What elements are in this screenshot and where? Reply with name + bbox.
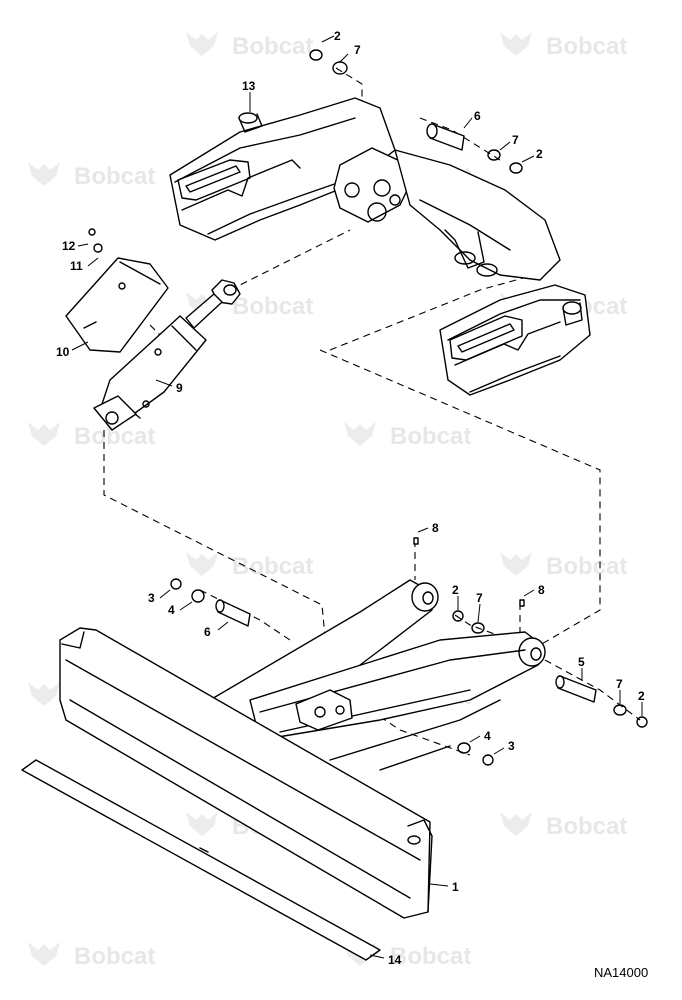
watermark: Bobcat (28, 422, 155, 450)
cutting-edge (21, 759, 381, 961)
watermark-text: Bobcat (232, 33, 313, 60)
callout-8: 8 (432, 521, 439, 535)
push-frame (209, 579, 546, 771)
watermark-text: Bobcat (546, 33, 627, 60)
dozer-blade (59, 627, 433, 919)
callout-3: 3 (148, 591, 155, 605)
watermark-text: Bobcat (546, 813, 627, 840)
hardware (170, 49, 648, 766)
watermark: Bobcat (28, 162, 155, 190)
callout-4: 4 (484, 729, 491, 743)
callout-9: 9 (176, 381, 183, 395)
mounting-frame (169, 97, 591, 396)
callout-2: 2 (536, 147, 543, 161)
watermark-text: Bobcat (74, 163, 155, 190)
callout-2: 2 (452, 583, 459, 597)
watermark: Bobcat (500, 32, 627, 60)
callout-5: 5 (578, 655, 585, 669)
watermark-text: Bobcat (74, 943, 155, 970)
watermark-text: Bobcat (546, 553, 627, 580)
callout-7: 7 (512, 133, 519, 147)
callout-12: 12 (62, 239, 76, 253)
callout-13: 13 (242, 79, 256, 93)
callout-10: 10 (56, 345, 70, 359)
watermark: Bobcat (28, 942, 155, 970)
callout-2: 2 (334, 29, 341, 43)
callout-11: 11 (70, 259, 83, 273)
callout-6: 6 (204, 625, 211, 639)
leader-lines (71, 35, 643, 959)
watermark: Bobcat (500, 552, 627, 580)
watermark-text: Bobcat (390, 423, 471, 450)
callout-7: 7 (476, 591, 483, 605)
callout-3: 3 (508, 739, 515, 753)
watermark: Bobcat (186, 552, 313, 580)
watermark: Bobcat (344, 422, 471, 450)
callout-2: 2 (638, 689, 645, 703)
cylinder-shield (65, 228, 169, 353)
drawing-reference: NA14000 (594, 965, 648, 980)
watermark: Bobcat (500, 812, 627, 840)
callout-7: 7 (616, 677, 623, 691)
watermark-text: Bobcat (232, 553, 313, 580)
watermark: Bobcat (186, 32, 313, 60)
watermark: Bobcat (344, 942, 471, 970)
callout-7: 7 (354, 43, 361, 57)
callout-labels: 2 7 13 6 7 2 12 11 10 9 8 3 4 6 2 7 8 5 … (56, 29, 645, 967)
callout-14: 14 (388, 953, 402, 967)
callout-4: 4 (168, 603, 175, 617)
watermark-text: Bobcat (390, 943, 471, 970)
hydraulic-cylinder (93, 279, 241, 431)
watermark-text: Bobcat (232, 293, 313, 320)
callout-8: 8 (538, 583, 545, 597)
callout-6: 6 (474, 109, 481, 123)
callout-1: 1 (452, 880, 459, 894)
